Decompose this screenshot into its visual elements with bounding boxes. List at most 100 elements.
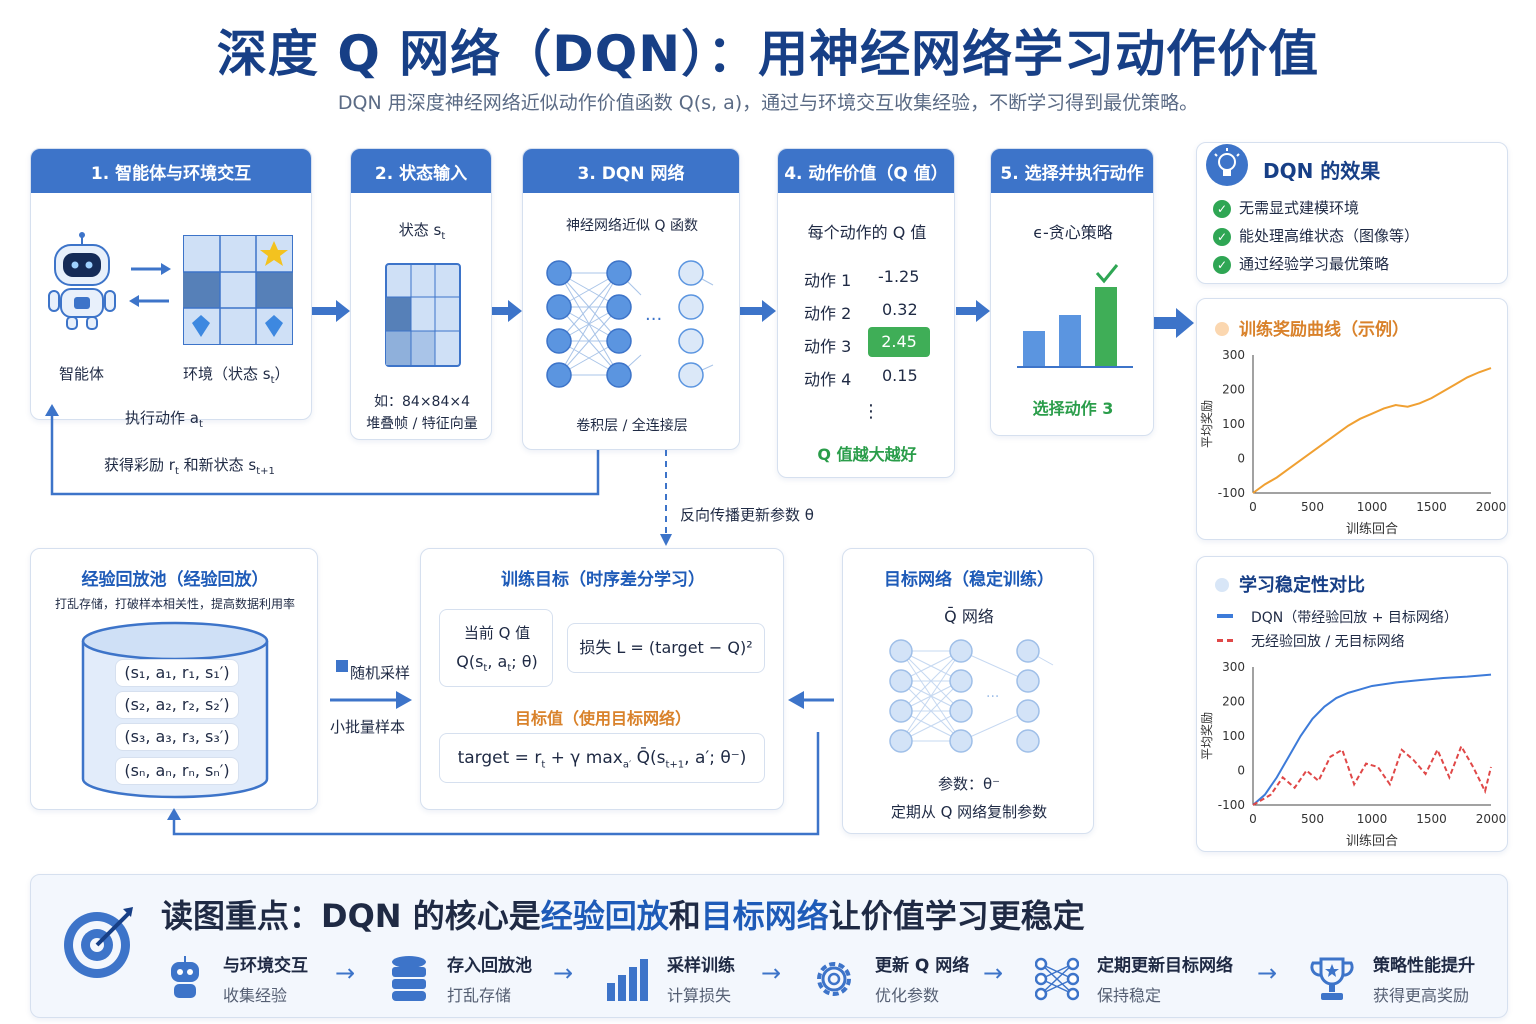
sampling-arrow: [330, 691, 412, 709]
effect-item-2: ✓ 能处理高维状态（图像等）: [1213, 225, 1419, 246]
summary-step-2: 存入回放池打乱存储: [389, 951, 532, 1006]
y-tick-label: -100: [1218, 798, 1245, 812]
summary-arrow-icon: →: [335, 959, 356, 987]
summary-step-1-title: 与环境交互: [223, 956, 308, 976]
summary-title-hl2: 目标网络: [700, 897, 829, 935]
arrow-3-4: [740, 300, 776, 322]
replay-title: 经验回放池（经验回放）: [81, 570, 269, 590]
x-tick-label: 0: [1249, 812, 1257, 826]
summary-step-4-title: 更新 Q 网络: [875, 956, 970, 976]
training-target-card: 训练目标（时序差分学习） 当前 Q 值 Q(st, at; θ) 损失 L = …: [420, 548, 784, 810]
check-icon: ✓: [1213, 227, 1231, 246]
environment-label: 环境（状态 st）: [183, 363, 290, 386]
shuffle-icon: [336, 660, 348, 672]
target-network-label: Q̄ 网络: [944, 607, 994, 626]
step2-header: 2. 状态输入: [351, 149, 491, 193]
replay-row-1: (s₁, a₁, r₁, s₁′): [115, 659, 239, 687]
targetnet-to-training-arrow: [788, 691, 834, 709]
check-icon: ✓: [1213, 255, 1231, 274]
x-tick-label: 0: [1249, 500, 1257, 514]
y-tick-label: 0: [1237, 764, 1245, 778]
summary-title: 读图重点：DQN 的核心是经验回放和目标网络让价值学习更稳定: [161, 891, 1085, 937]
target-formula-maxsub: a′: [622, 759, 632, 771]
x-tick-label: 500: [1301, 812, 1324, 826]
y-tick-label: 200: [1222, 383, 1245, 397]
target-icon: [64, 907, 133, 978]
qvalue-row-3-name: 动作 3: [804, 337, 852, 356]
y-axis-label: 平均奖励: [1200, 712, 1214, 760]
exchange-arrows-icon: [129, 263, 171, 307]
current-q-expr-c: ; θ): [511, 652, 538, 671]
x-tick-label: 1500: [1416, 812, 1447, 826]
effect-item-2-text: 能处理高维状态（图像等）: [1239, 227, 1420, 245]
state-label-text: 状态 s: [398, 221, 442, 239]
y-axis-label: 平均奖励: [1200, 400, 1214, 448]
reward-label: 获得彩励 rt 和新状态 st+1: [104, 454, 275, 477]
summary-title-mid: 和: [668, 897, 701, 935]
qvalue-note: Q 值越大越好: [817, 445, 917, 464]
action-bar-icon: [1017, 264, 1133, 368]
target-value-title: 目标值（使用目标网络）: [514, 709, 691, 728]
check-icon: ✓: [1213, 199, 1231, 218]
target-network-title: 目标网络（稳定训练）: [884, 570, 1054, 590]
action-label-text: 执行动作 a: [125, 409, 199, 427]
action-choice: 选择动作 3: [1032, 399, 1114, 418]
target-network-diagram: ···: [889, 639, 1054, 753]
chart-dot-icon: [1215, 322, 1229, 336]
qvalue-row-2-name: 动作 2: [804, 304, 852, 323]
target-formula-b: + γ max: [545, 748, 623, 768]
step4-card: 4. 动作价值（Q 值） 每个动作的 Q 值 动作 1 -1.25 动作 2 0…: [777, 148, 955, 478]
series-line-1: [1252, 673, 1492, 806]
arrow-4-5: [956, 300, 990, 322]
summary-step-5-sub: 保持稳定: [1097, 986, 1162, 1005]
y-tick-label: -100: [1218, 486, 1245, 500]
target-formula-sub2: t+1: [665, 759, 685, 771]
reward-label-sub2: t+1: [256, 466, 275, 477]
state-note-1: 如：84×84×4: [374, 394, 470, 410]
step5-card: 5. 选择并执行动作 ϵ-贪心策略 选择动作 3: [990, 148, 1154, 436]
qvalue-row-4-value: 0.15: [882, 366, 918, 385]
reward-chart-title-text: 训练奖励曲线（示例）: [1239, 320, 1409, 340]
robot-small-icon: [171, 955, 199, 998]
qvalue-row-3-value: 2.45: [868, 327, 930, 357]
qvalue-row-4-name: 动作 4: [804, 370, 852, 389]
qvalue-row-1: 动作 1: [804, 267, 851, 291]
effect-item-3-text: 通过经验学习最优策略: [1239, 255, 1390, 273]
stability-chart-card: 学习稳定性对比 DQN（带经验回放 + 目标网络） 无经验回放 / 无目标网络 …: [1196, 556, 1508, 852]
loss-box: 损失 L = (target − Q)²: [567, 623, 765, 673]
summary-step-4-sub: 优化参数: [875, 986, 940, 1005]
legend-baseline: 无经验回放 / 无目标网络: [1217, 631, 1405, 651]
summary-card: 读图重点：DQN 的核心是经验回放和目标网络让价值学习更稳定 与环境交互收集经验…: [30, 874, 1508, 1018]
step3-header: 3. DQN 网络: [523, 149, 739, 193]
reward-label-text: 获得彩励 r: [104, 456, 175, 474]
summary-title-post: 让价值学习更稳定: [828, 897, 1085, 935]
summary-step-6-title: 策略性能提升: [1373, 956, 1475, 976]
page-title: 深度 Q 网络（DQN）：用神经网络学习动作价值: [216, 25, 1320, 83]
trophy-icon: [1310, 957, 1354, 1000]
step1-header: 1. 智能体与环境交互: [31, 149, 311, 193]
step3-card: 3. DQN 网络 神经网络近似 Q 函数 ··· 卷积层 / 全连接层: [522, 148, 740, 450]
summary-arrow-icon: →: [983, 959, 1004, 987]
legend-swatch-blue: [1217, 614, 1233, 618]
step1-card: 1. 智能体与环境交互 智能体 环境（状态 st） 执行动作 at: [30, 148, 312, 430]
environment-grid: [183, 235, 293, 345]
robot-icon: [48, 232, 116, 330]
target-formula-sub1: t: [541, 759, 546, 771]
x-axis-label: 训练回合: [1346, 522, 1398, 537]
x-tick-label: 2000: [1476, 500, 1507, 514]
current-q-expr: Q(st, at; θ): [440, 652, 554, 674]
database-icon: [392, 955, 426, 1001]
effect-item-1: ✓无需显式建模环境: [1213, 197, 1359, 218]
series-line-1: [1252, 367, 1492, 494]
replay-row-4: (sₙ, aₙ, rₙ, sₙ′): [115, 757, 239, 785]
summary-step-3: 采样训练计算损失: [605, 951, 735, 1006]
series-line-2: [1252, 744, 1492, 806]
agent-label: 智能体: [59, 365, 105, 383]
y-tick-label: 100: [1222, 417, 1245, 431]
sampling-label-2: 小批量样本: [330, 718, 406, 736]
y-tick-label: 0: [1237, 452, 1245, 466]
qvalue-row-2: 动作 2: [804, 300, 851, 324]
summary-arrow-icon: →: [761, 959, 782, 987]
